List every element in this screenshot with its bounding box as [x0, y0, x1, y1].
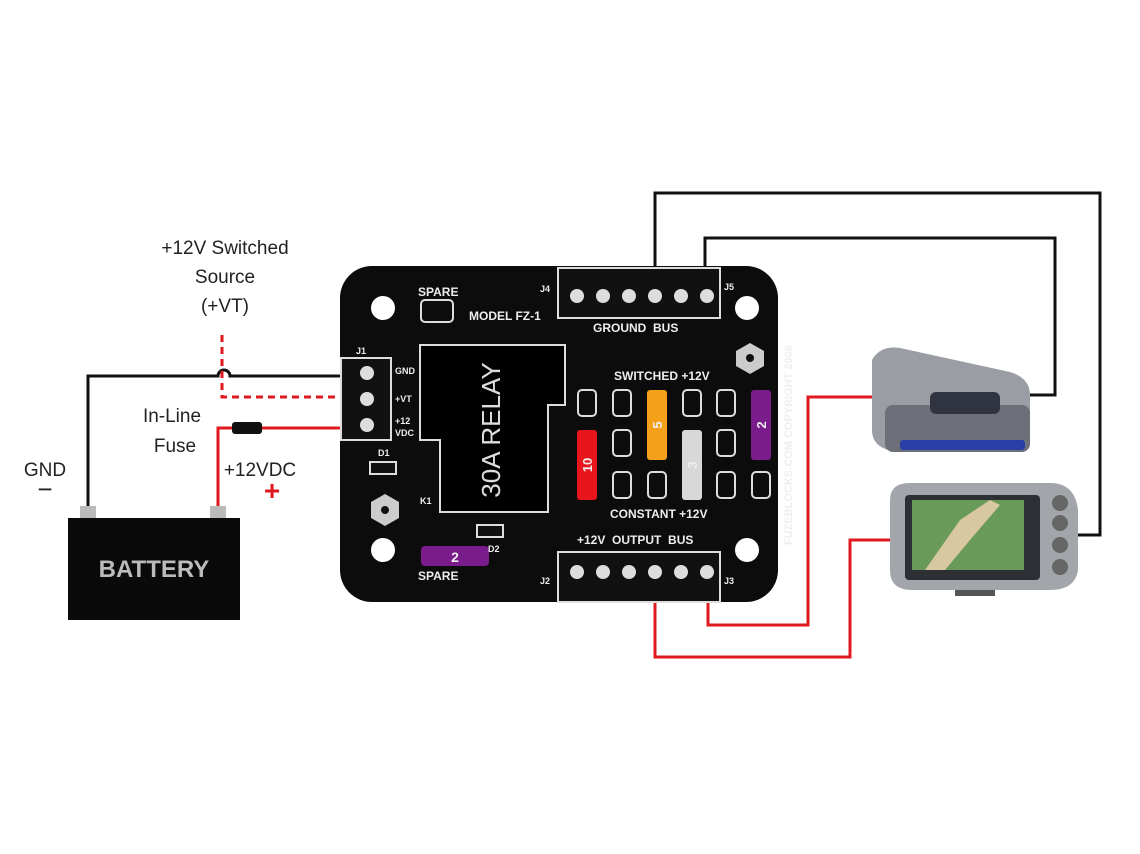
spare-top-label: SPARE — [418, 285, 458, 299]
fuse-2: 2 — [751, 390, 771, 460]
power-wire-gps — [653, 538, 892, 659]
fuse-10: 10 — [577, 430, 597, 500]
svg-text:5: 5 — [650, 421, 665, 428]
minus-sign: − — [37, 474, 52, 504]
svg-text:3: 3 — [685, 461, 700, 468]
fuse-label: In-Line — [143, 406, 201, 427]
inline-fuse — [232, 422, 262, 434]
switched-source-label-2: Source — [195, 267, 255, 288]
spare-fuse-rating: 2 — [451, 549, 459, 565]
fuse-5: 5 — [647, 390, 667, 460]
battery: BATTERY — [68, 506, 240, 620]
switched-label: SWITCHED +12V — [614, 369, 710, 383]
gnd-pin-label: GND — [395, 366, 416, 376]
vdc-pin-label: VDC — [395, 428, 415, 438]
svg-text:2: 2 — [754, 421, 769, 428]
radar-detector-device — [872, 347, 1030, 452]
gnd-wire — [86, 368, 345, 512]
j1-label: J1 — [356, 346, 366, 356]
fuse-3: 3 — [682, 430, 702, 500]
switched-source-label-3: (+VT) — [201, 296, 249, 317]
j5-label: J5 — [724, 282, 734, 292]
j4-label: J4 — [540, 284, 550, 294]
power-wire-radar — [706, 395, 872, 627]
fuse-label-2: Fuse — [154, 436, 196, 457]
ground-wire-gps — [653, 191, 1102, 537]
v12-pin-label: +12 — [395, 416, 410, 426]
fuse-block-board: 30A RELAY 2 10 5 3 2 SPARE MODEL FZ-1 J4… — [340, 266, 795, 603]
d2-label: D2 — [488, 544, 500, 554]
d1-label: D1 — [378, 448, 390, 458]
ground-wire-radar — [703, 236, 1057, 397]
k1-label: K1 — [420, 496, 432, 506]
vdc-label: +12VDC — [224, 460, 296, 481]
gnd-label: GND — [24, 460, 66, 481]
j3-label: J3 — [724, 576, 734, 586]
constant-label: CONSTANT +12V — [610, 507, 707, 521]
vt-pin-label: +VT — [395, 394, 412, 404]
relay-label: 30A RELAY — [476, 362, 506, 497]
plus-sign: + — [264, 475, 280, 506]
ground-bus-label: GROUND BUS — [593, 321, 678, 335]
spare-bottom-label: SPARE — [418, 569, 458, 583]
vt-wire-dashed — [220, 335, 350, 399]
battery-label: BATTERY — [99, 556, 210, 583]
copyright-label: FUZEBLOCKS.COM COPYRIGHT 2008 — [783, 345, 795, 545]
svg-text:10: 10 — [580, 458, 595, 472]
model-label: MODEL FZ-1 — [469, 309, 541, 323]
gps-device — [890, 483, 1078, 596]
j2-label: J2 — [540, 576, 550, 586]
vdc-wire — [216, 426, 350, 512]
switched-source-label: +12V Switched — [161, 238, 288, 259]
output-bus-label: +12V OUTPUT BUS — [577, 533, 693, 547]
